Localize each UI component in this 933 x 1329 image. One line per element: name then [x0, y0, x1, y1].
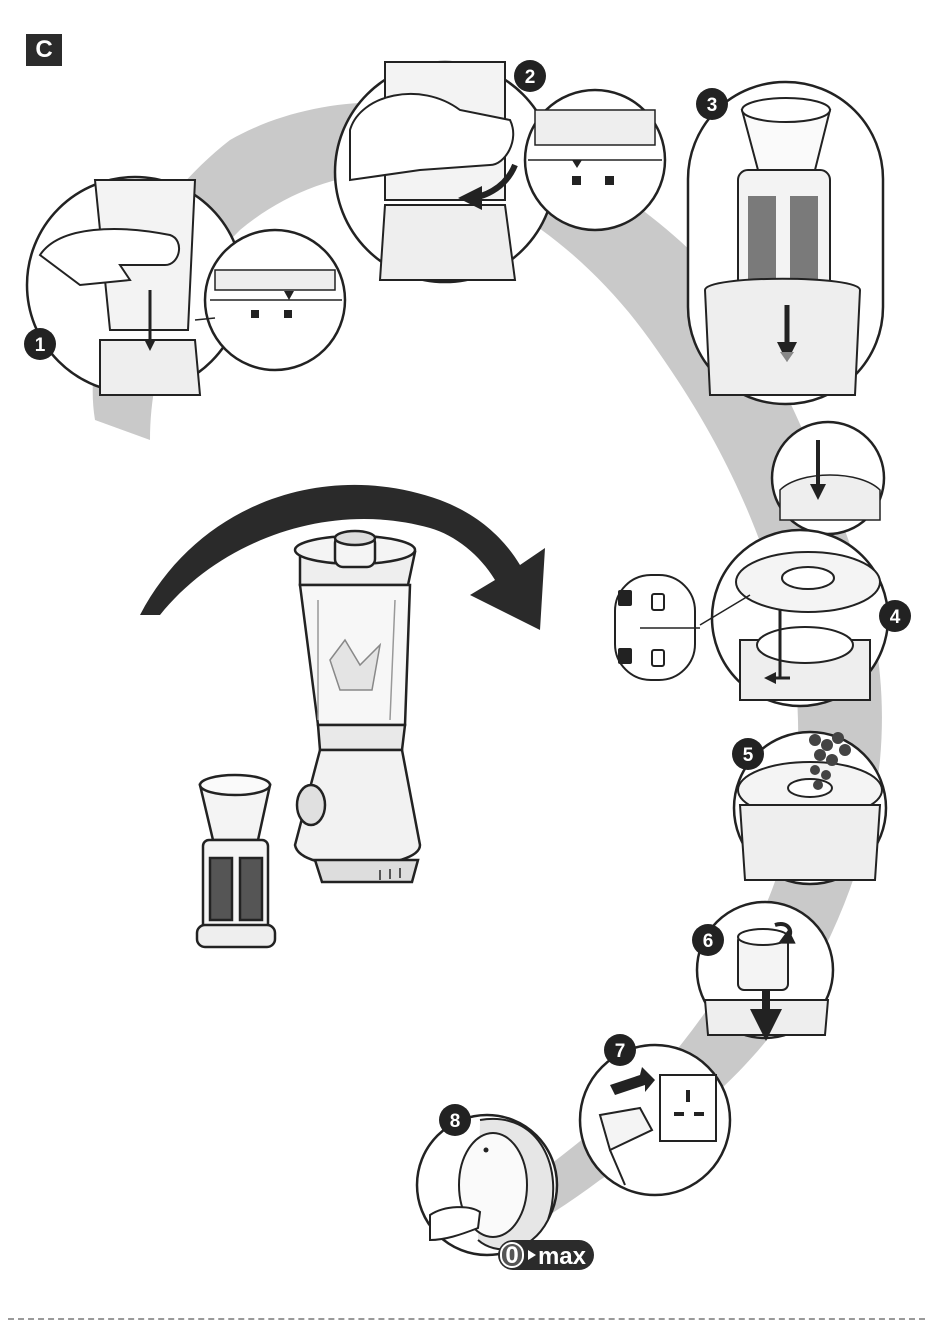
step-7-number: 7 — [615, 1041, 626, 1062]
blender-main — [295, 531, 420, 882]
step-6-panel — [697, 902, 833, 1038]
step-7-badge: 7 — [604, 1034, 636, 1066]
step-8-badge: 8 — [439, 1104, 471, 1136]
step-5-badge: 5 — [732, 738, 764, 770]
step-3-badge: 3 — [696, 88, 728, 120]
step-2-badge: 2 — [514, 60, 546, 92]
speed-zero-label: 0 — [505, 1242, 518, 1269]
step-6-number: 6 — [703, 931, 714, 952]
step-4-badge: 4 — [879, 600, 911, 632]
step-1-panel — [27, 177, 345, 395]
bottom-dashed-rule — [8, 1318, 925, 1320]
section-label: C — [26, 34, 62, 66]
step-1-number: 1 — [35, 335, 46, 356]
step-7-panel — [580, 1045, 730, 1195]
step-1-badge: 1 — [24, 328, 56, 360]
step-3-number: 3 — [707, 95, 718, 116]
step-4-number: 4 — [890, 607, 901, 628]
step-2-number: 2 — [525, 67, 536, 88]
step-8-number: 8 — [450, 1111, 461, 1132]
speed-max-label: max — [538, 1243, 587, 1270]
step-6-badge: 6 — [692, 924, 724, 956]
grinder-accessory — [197, 775, 275, 947]
step-5-number: 5 — [743, 745, 754, 766]
step-3-panel — [688, 82, 883, 404]
